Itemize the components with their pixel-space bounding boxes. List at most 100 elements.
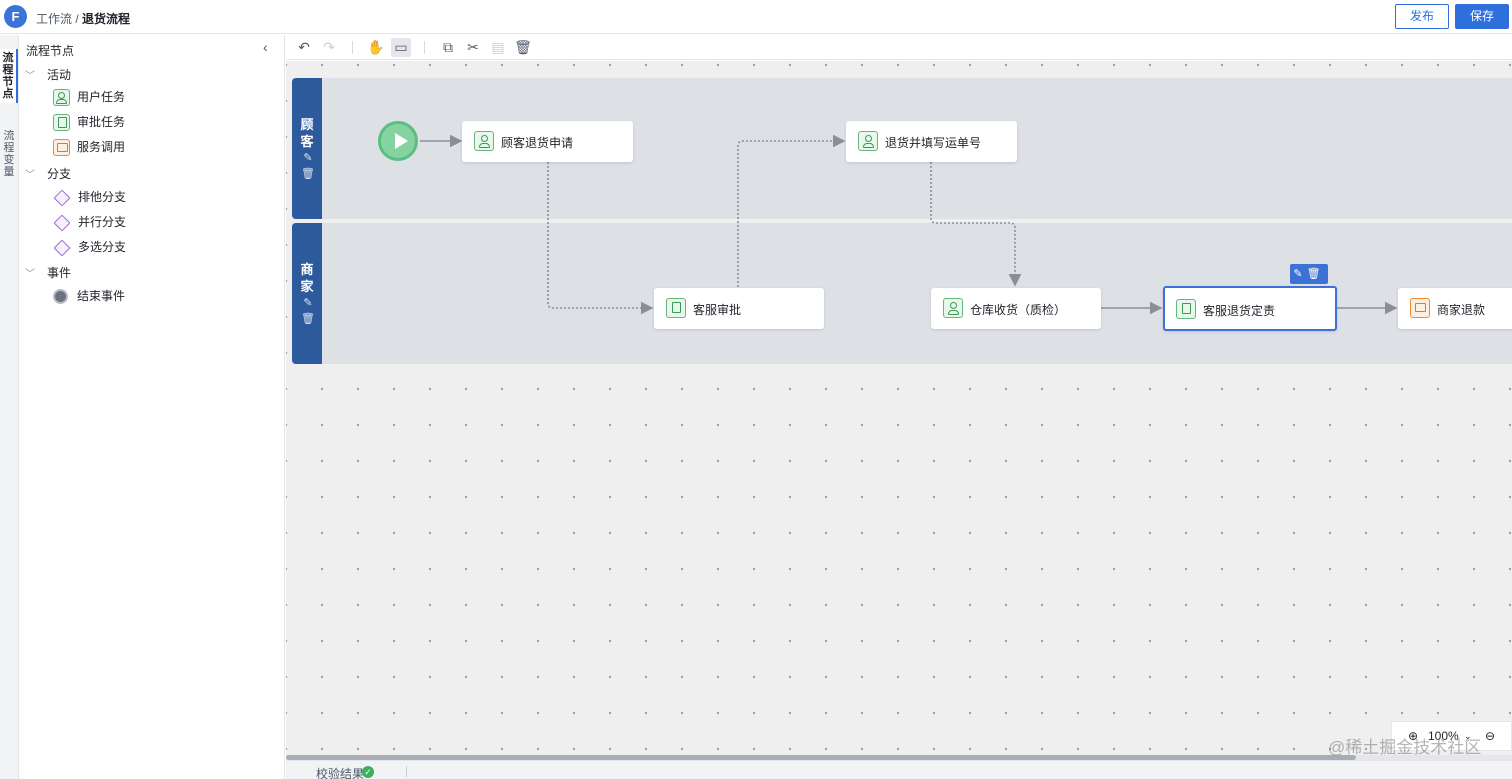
user-task-icon [858,131,878,151]
node-warehouse-receive[interactable]: 仓库收货（质检） [931,288,1101,329]
toolbar-divider [352,41,353,54]
breadcrumb-current: 退货流程 [82,12,131,26]
service-call-icon [53,139,70,157]
palette-item-label: 结束事件 [77,289,126,303]
delete-node-icon[interactable]: 🗑 [1306,268,1325,280]
save-button[interactable]: 保存 [1455,4,1509,29]
vertical-tabs: 流程节点 流程变量 [0,35,19,779]
delete-lane-icon[interactable]: 🗑 [301,313,315,325]
node-label: 顾客退货申请 [501,136,574,150]
palette-item-label: 审批任务 [77,115,126,129]
lane-title: 顾客 [300,117,314,149]
breadcrumb: 工作流 / 退货流程 [36,10,130,27]
lane-header: 顾客 ✎ 🗑 [292,78,322,219]
hand-tool-icon[interactable]: ✋ [367,39,385,55]
node-label: 商家退款 [1437,303,1486,317]
exclusive-gateway-icon [53,189,71,207]
node-cs-review[interactable]: 客服审批 [654,288,824,329]
service-call-icon [1410,298,1430,318]
redo-icon[interactable]: ↷ [323,39,335,55]
app-logo[interactable]: F [4,5,27,28]
node-customer-return-apply[interactable]: 顾客退货申请 [462,121,633,162]
approval-task-icon [53,114,70,132]
palette-item-service-call[interactable]: 服务调用 [53,138,126,157]
lane-title: 商家 [300,262,314,294]
status-bar: 校验结果 ✓ [286,760,1512,779]
flow-connectors [420,134,1398,315]
chevron-down-icon[interactable]: ⌄ [1464,731,1472,741]
delete-icon[interactable]: 🗑 [514,39,532,55]
edit-lane-icon[interactable]: ✎ [303,152,313,164]
approval-task-icon [666,298,686,318]
breadcrumb-separator: / [72,12,83,26]
validation-result-label[interactable]: 校验结果 [316,767,365,779]
status-divider [406,766,407,777]
palette-item-approval-task[interactable]: 审批任务 [53,113,126,132]
palette-item-end-event[interactable]: 结束事件 [53,287,125,305]
parallel-gateway-icon [53,214,71,232]
delete-lane-icon[interactable]: 🗑 [301,168,315,180]
zoom-control: ⊕ 100% ⌄ ⊖ [1391,721,1512,751]
user-task-icon [53,89,70,107]
chevron-down-icon: ﹀ [25,71,35,82]
approval-task-icon [1176,299,1196,319]
node-merchant-refund[interactable]: 商家退款 [1398,288,1512,329]
flow-canvas[interactable]: 顾客 ✎ 🗑 商家 ✎ 🗑 顾客退货申请 退货并填写运单 [286,61,1512,755]
end-event-icon [53,289,68,305]
publish-button[interactable]: 发布 [1395,4,1449,29]
palette-item-label: 用户任务 [77,90,126,104]
palette-item-label: 并行分支 [78,215,127,229]
sidebar-title: 流程节点 [26,44,75,58]
tab-process-variables-label: 流程变量 [3,130,15,178]
node-label: 客服退货定责 [1203,304,1276,318]
zoom-in-icon[interactable]: ⊕ [1408,729,1419,743]
collapse-sidebar-icon[interactable]: ‹ [263,39,268,55]
connector-apply-to-review [547,162,654,315]
group-events[interactable]: ﹀ 事件 [25,264,71,281]
undo-icon[interactable]: ↶ [298,39,310,55]
node-cs-liability[interactable]: 客服退货定责 [1163,286,1337,331]
watermark: @稀土掘金技术社区 [1328,738,1482,757]
node-label: 仓库收货（质检） [970,303,1067,317]
user-task-icon [943,298,963,318]
chevron-down-icon: ﹀ [25,170,35,181]
scrollbar-thumb[interactable] [286,755,1356,760]
tab-process-nodes[interactable]: 流程节点 [0,49,18,103]
node-label: 退货并填写运单号 [885,136,982,150]
palette-item-label: 排他分支 [78,190,127,204]
palette-item-exclusive-gateway[interactable]: 排他分支 [53,188,127,207]
select-tool-icon[interactable]: ▭ [391,38,411,57]
check-circle-icon: ✓ [362,766,374,778]
tab-process-variables[interactable]: 流程变量 [0,127,18,181]
canvas-toolbar: ↶ ↷ ✋ ▭ ⧉ ✂ ▤ 🗑 [286,35,1512,60]
horizontal-scrollbar[interactable] [286,755,1512,760]
group-events-label: 事件 [47,266,72,280]
toolbar-divider [424,41,425,54]
group-activities[interactable]: ﹀ 活动 [25,66,71,83]
paste-icon[interactable]: ▤ [491,39,505,55]
edit-lane-icon[interactable]: ✎ [303,297,313,309]
zoom-out-icon[interactable]: ⊖ [1485,729,1496,743]
top-header: F 工作流 / 退货流程 发布 保存 [0,0,1512,34]
palette-item-inclusive-gateway[interactable]: 多选分支 [53,238,127,257]
palette-item-label: 多选分支 [78,240,127,254]
chevron-down-icon: ﹀ [25,269,35,280]
start-event-node[interactable] [378,121,418,161]
connector-review-to-return [737,134,846,287]
palette-item-user-task[interactable]: 用户任务 [53,88,126,107]
node-tools: ✎🗑 [1290,264,1328,284]
edit-node-icon[interactable]: ✎ [1293,268,1307,280]
node-return-fill-waybill[interactable]: 退货并填写运单号 [846,121,1017,162]
lane-header: 商家 ✎ 🗑 [292,223,322,364]
copy-icon[interactable]: ⧉ [443,39,453,55]
node-palette-sidebar: 流程节点 ‹ ﹀活动 用户任务 审批任务 服务调用 ﹀分支 排他分支 并行分支 … [19,35,285,779]
connector-return-to-warehouse [930,162,1022,287]
palette-item-label: 服务调用 [77,140,126,154]
group-activities-label: 活动 [47,68,72,82]
zoom-level[interactable]: 100% [1428,729,1459,743]
palette-item-parallel-gateway[interactable]: 并行分支 [53,213,127,232]
breadcrumb-parent[interactable]: 工作流 [36,12,73,26]
group-gateways[interactable]: ﹀分支 [25,165,71,182]
inclusive-gateway-icon [53,239,71,257]
cut-icon[interactable]: ✂ [467,39,479,55]
